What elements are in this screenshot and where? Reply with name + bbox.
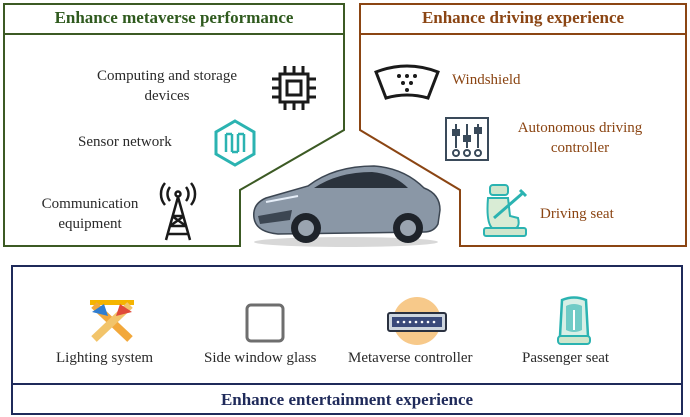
lighting-system-icon (90, 300, 134, 342)
autonomous-driving-controller-label: Autonomous driving controller (517, 120, 643, 156)
driving-panel-border (359, 3, 687, 247)
lighting-system-label: Lighting system (56, 350, 154, 366)
control-sliders-icon (445, 117, 489, 161)
passenger-seat-label: Passenger seat (522, 350, 610, 366)
communication-equipment-label: Communication equipment (41, 196, 139, 232)
sensor-network-label: Sensor network (78, 134, 172, 150)
window-square-icon (245, 303, 285, 343)
driving-panel-title: Enhance driving experience (421, 8, 625, 27)
windshield-icon (374, 64, 440, 100)
entertainment-panel-border (11, 265, 683, 415)
sensor-network-icon (214, 119, 256, 167)
driving-seat-icon (483, 184, 528, 237)
antenna-tower-icon (159, 182, 197, 241)
cpu-chip-icon (272, 66, 316, 110)
side-window-glass-label: Side window glass (204, 350, 317, 366)
windshield-label: Windshield (452, 72, 521, 88)
metaverse-controller-label: Metaverse controller (348, 350, 473, 366)
metaverse-panel-title: Enhance metaverse performance (54, 8, 294, 27)
driving-seat-label: Driving seat (540, 206, 614, 222)
computing-storage-label: Computing and storage devices (97, 68, 237, 104)
passenger-seat-icon (557, 296, 591, 345)
entertainment-panel-title: Enhance entertainment experience (220, 390, 474, 409)
car-icon (253, 165, 441, 247)
metaverse-panel-border (3, 3, 345, 247)
controller-device-icon (387, 297, 447, 345)
